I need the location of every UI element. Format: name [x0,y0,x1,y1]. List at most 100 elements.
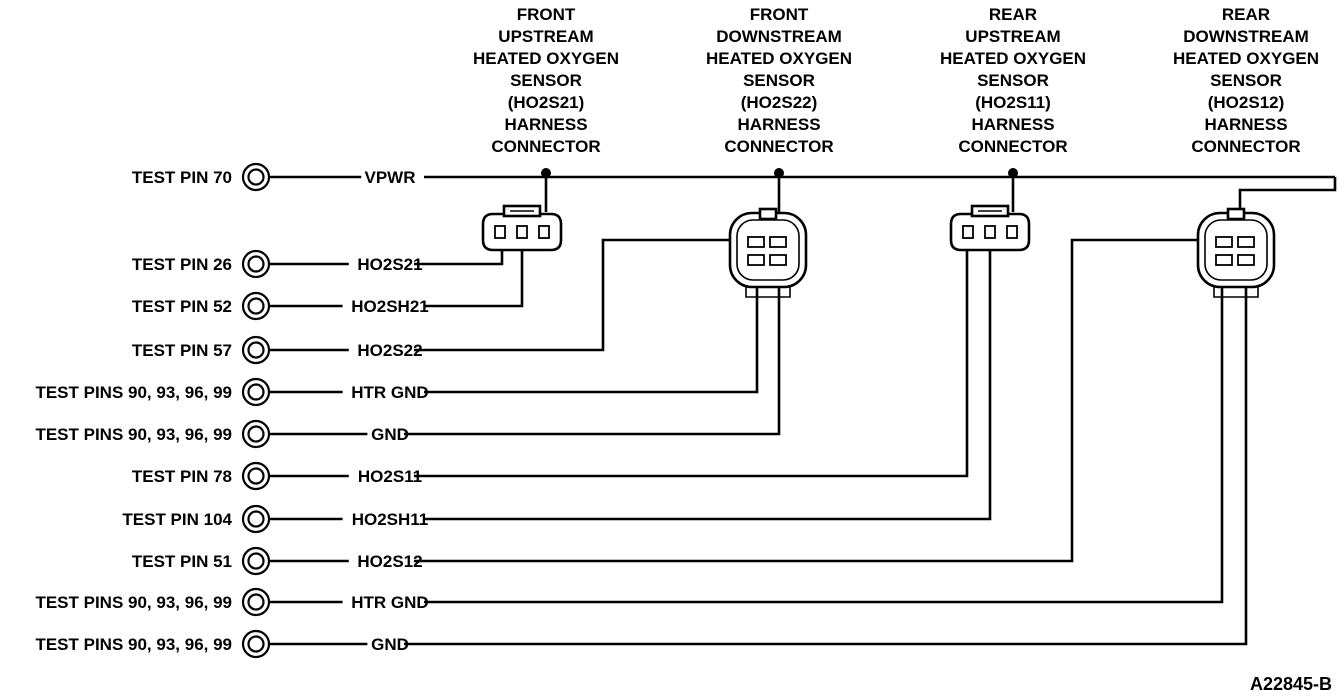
connector-header-line: REAR [1222,5,1270,24]
test-pin-label: TEST PIN 104 [122,510,232,529]
connector-terminal [1237,236,1255,248]
signal-label: GND [371,635,409,654]
signal-label: VPWR [365,168,416,187]
test-pin-label: TEST PINS 90, 93, 96, 99 [35,425,232,444]
ho2sh11-wire [424,238,992,521]
connector-header-line: HEATED OXYGEN [1173,49,1319,68]
connector-header-line: SENSOR [1210,71,1282,90]
connector-header-line: FRONT [517,5,576,24]
htr-gnd-1-wire [424,272,759,394]
connector-header-line: (HO2S12) [1208,93,1285,112]
connector-terminal [769,236,787,248]
connector-header-line: DOWNSTREAM [716,27,842,46]
test-pin-label: TEST PIN 78 [132,467,232,486]
test-pin-label: TEST PIN 57 [132,341,232,360]
test-pin-jack-center [247,635,265,653]
connector-terminal [494,225,506,239]
signal-label: HTR GND [351,593,428,612]
test-pin-jack-center [247,510,265,528]
signal-label: HO2S11 [358,467,422,486]
test-pin-jack-center [247,255,265,273]
connector-header-line: CONNECTOR [958,137,1067,156]
connector-header-line: HARNESS [971,115,1054,134]
connector-header-line: SENSOR [510,71,582,90]
connector-header-line: HARNESS [737,115,820,134]
connector-terminal [747,236,765,248]
test-pin-jack-center [247,383,265,401]
connector-terminal [1215,254,1233,266]
connector-terminal [984,225,996,239]
connector-header-line: CONNECTOR [724,137,833,156]
signal-label: HO2SH21 [351,297,428,316]
connector-header-line: CONNECTOR [491,137,600,156]
ho2s22-wire [414,238,755,352]
connector-terminal [962,225,974,239]
test-pin-label: TEST PINS 90, 93, 96, 99 [35,383,232,402]
connector-header-line: HARNESS [1204,115,1287,134]
test-pin-jack-center [247,341,265,359]
ho2s12-wire [414,238,1218,563]
connector-terminal [1237,254,1255,266]
signal-label: GND [371,425,409,444]
connector-terminal [747,254,765,266]
connector-terminal [1215,236,1233,248]
test-pin-row: TEST PINS 90, 93, 96, 99 GND [35,419,409,449]
signal-label: HO2S21 [357,255,422,274]
connector-header-line: FRONT [750,5,809,24]
connector-header-line: HEATED OXYGEN [940,49,1086,68]
test-pin-label: TEST PINS 90, 93, 96, 99 [35,635,232,654]
connector-key [758,207,778,221]
connector-boot [745,287,791,298]
connector-boot [1213,287,1259,298]
test-pin-jack-center [247,168,265,186]
connector-key [1226,207,1246,221]
test-pin-jack-center [247,425,265,443]
connector-header-line: HEATED OXYGEN [473,49,619,68]
test-pin-label: TEST PIN 51 [132,552,232,571]
connector-header-line: HEATED OXYGEN [706,49,852,68]
test-pin-row: TEST PINS 90, 93, 96, 99 GND [35,629,409,659]
test-pin-label: TEST PIN 52 [132,297,232,316]
connector-terminal [769,254,787,266]
test-pin-label: TEST PINS 90, 93, 96, 99 [35,593,232,612]
connector-header-line: CONNECTOR [1191,137,1300,156]
wire-layer [269,168,1337,646]
htr-gnd-2-wire [424,272,1224,604]
connector-header-line: DOWNSTREAM [1183,27,1309,46]
ho2s11-wire [414,238,969,478]
signal-label: HTR GND [351,383,428,402]
test-pin-jack-center [247,593,265,611]
test-pin-row: TEST PINS 90, 93, 96, 99 HTR GND [35,587,429,617]
gnd-1-wire [404,272,781,436]
gnd-2-wire [404,272,1248,646]
connector-terminal [538,225,550,239]
test-pin-jack-center [247,467,265,485]
connector-header-line: UPSTREAM [498,27,593,46]
rear-upstream-connector [949,204,1031,252]
test-pin-row: TEST PIN 78 HO2S11 [132,461,422,491]
connector-header-line: SENSOR [977,71,1049,90]
test-pin-jack-center [247,297,265,315]
figure-id: A22845-B [1250,674,1332,694]
test-pin-row: TEST PIN 26 HO2S21 [132,249,423,279]
connector-header-line: (HO2S22) [741,93,818,112]
front-upstream-connector [481,204,563,252]
signal-label: HO2S22 [357,341,422,360]
test-pin-label: TEST PIN 26 [132,255,232,274]
connector-header-line: REAR [989,5,1037,24]
connector-terminal [1006,225,1018,239]
signal-label: HO2S12 [357,552,422,571]
test-pin-row: TEST PIN 51 HO2S12 [132,546,423,576]
connector-header-line: SENSOR [743,71,815,90]
test-pin-row: TEST PIN 57 HO2S22 [132,335,423,365]
test-pin-row: TEST PINS 90, 93, 96, 99 HTR GND [35,377,429,407]
test-pin-label: TEST PIN 70 [132,168,232,187]
connector-header-line: HARNESS [504,115,587,134]
ho2sh21-wire [424,238,524,308]
test-pin-row: TEST PIN 70 VPWR [132,162,416,192]
